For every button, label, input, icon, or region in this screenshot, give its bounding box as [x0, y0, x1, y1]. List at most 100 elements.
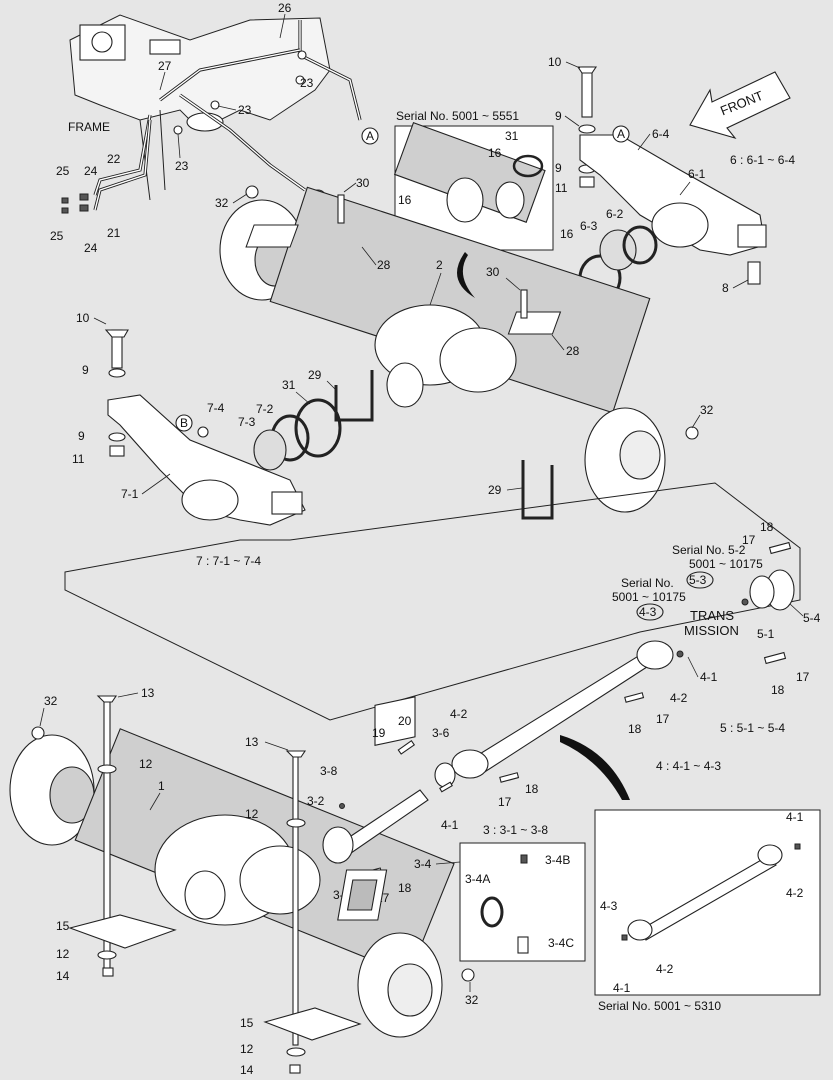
callout-21: 21 [107, 226, 121, 240]
callout-24-b: 24 [84, 241, 98, 255]
callout-9-a: 9 [555, 109, 562, 123]
callout-4-1-a: 4-1 [700, 670, 718, 684]
callout-17-c: 17 [656, 712, 670, 726]
callouts-bearing-3: 20 19 3-6 4-2 3-8 3-2 4-1 18 17 3 : 3-1 … [307, 707, 548, 905]
callout-18-a: 18 [760, 520, 774, 534]
serial-52-label-b: 5001 ~ 10175 [689, 557, 763, 571]
callout-12-c: 12 [56, 947, 70, 961]
callout-3-4A: 3-4A [465, 872, 490, 886]
callout-6-4: 6-4 [652, 127, 670, 141]
transmission-label-1: TRANS [690, 608, 734, 623]
callout-5-3: 5-3 [689, 573, 707, 587]
callout-B-2: B [180, 416, 188, 430]
callout-23-a: 23 [300, 76, 314, 90]
callout-4-3-b: 4-3 [600, 899, 618, 913]
bracket-6: A [576, 66, 767, 302]
front-arrow: FRONT [689, 71, 791, 140]
callout-13-a: 13 [141, 686, 155, 700]
callout-32-b: 32 [700, 403, 714, 417]
callout-4-3-a: 4-3 [639, 605, 657, 619]
callout-2: 2 [436, 258, 443, 272]
callout-4-1-d: 4-1 [613, 981, 631, 995]
callout-6-3: 6-3 [580, 219, 598, 233]
callout-23-c: 23 [175, 159, 189, 173]
callout-4-2-a: 4-2 [670, 691, 688, 705]
callout-12-a: 12 [139, 757, 153, 771]
serial-52-label-a: Serial No. 5-2 [672, 543, 746, 557]
callout-32-a: 32 [215, 196, 229, 210]
callouts-bracket-7: 10 9 9 11 7-4 7-2 7-3 7-1 7 : 7-1 ~ 7-4 [72, 311, 274, 568]
callout-24-a: 24 [84, 164, 98, 178]
group-label-6: 6 : 6-1 ~ 6-4 [730, 153, 795, 167]
callout-14-b: 14 [240, 1063, 254, 1077]
callout-7-2: 7-2 [256, 402, 274, 416]
serial-top-label: Serial No. 5001 ~ 5551 [396, 109, 519, 123]
callouts-axle-1: 32 13 12 1 13 12 15 12 14 32 15 12 14 [39, 686, 479, 1077]
callout-29-a: 29 [308, 368, 322, 382]
callout-26: 26 [278, 1, 292, 15]
callout-5-4: 5-4 [803, 611, 821, 625]
callout-9-b: 9 [555, 161, 562, 175]
callout-A-2: A [617, 127, 625, 141]
bracket-7: B [104, 329, 306, 526]
callout-6-2: 6-2 [606, 207, 624, 221]
callout-12-b: 12 [245, 807, 259, 821]
serial-53-label-a: Serial No. [621, 576, 674, 590]
callout-30-b: 30 [486, 265, 500, 279]
callout-10-a: 10 [548, 55, 562, 69]
callout-9-c: 9 [82, 363, 89, 377]
callout-3-4: 3-4 [414, 857, 432, 871]
callout-16-a: 16 [488, 146, 502, 160]
callout-13-b: 13 [245, 735, 259, 749]
group-label-5: 5 : 5-1 ~ 5-4 [720, 721, 785, 735]
transmission-label-2: MISSION [684, 623, 739, 638]
brake-pipes [61, 20, 362, 214]
group-label-4: 4 : 4-1 ~ 4-3 [656, 759, 721, 773]
callout-17-d: 17 [498, 795, 512, 809]
inset-bottom: 4-1 4-2 4-3 4-2 4-1 Serial No. 5001 ~ 53… [594, 809, 821, 1013]
callout-10-b: 10 [76, 311, 90, 325]
callouts-shaft-4: Serial No. 5-2 5001 ~ 10175 Serial No. 5… [612, 520, 821, 773]
callout-4-1-b: 4-1 [441, 818, 459, 832]
callout-A-1: A [366, 129, 374, 143]
callout-22: 22 [107, 152, 121, 166]
callout-9-d: 9 [78, 429, 85, 443]
callout-16-b: 16 [398, 193, 412, 207]
callout-3-4C: 3-4C [548, 936, 574, 950]
serial-53-label-b: 5001 ~ 10175 [612, 590, 686, 604]
callout-25-a: 25 [56, 164, 70, 178]
group-label-3: 3 : 3-1 ~ 3-8 [483, 823, 548, 837]
callout-11-b: 11 [72, 452, 85, 466]
callout-3-6: 3-6 [432, 726, 450, 740]
callout-27: 27 [158, 59, 172, 73]
callout-4-2-d: 4-2 [656, 962, 674, 976]
callout-7-3: 7-3 [238, 415, 256, 429]
callout-1: 1 [158, 779, 165, 793]
callout-16-c: 16 [560, 227, 574, 241]
callout-3-4B: 3-4B [545, 853, 570, 867]
callout-18-b: 18 [771, 683, 785, 697]
callout-17-a: 17 [742, 533, 756, 547]
axle-1 [9, 695, 475, 1074]
callout-8: 8 [722, 281, 729, 295]
callout-12-d: 12 [240, 1042, 254, 1056]
callout-14-a: 14 [56, 969, 70, 983]
callout-18-c: 18 [628, 722, 642, 736]
callout-17-b: 17 [796, 670, 810, 684]
callout-7-1: 7-1 [121, 487, 139, 501]
callout-30-a: 30 [356, 176, 370, 190]
callout-4-2-c: 4-2 [786, 886, 804, 900]
serial-bottom-label: Serial No. 5001 ~ 5310 [598, 999, 721, 1013]
callout-3-8: 3-8 [320, 764, 338, 778]
frame-label: FRAME [68, 120, 110, 134]
callout-4-1-c: 4-1 [786, 810, 804, 824]
callout-32-d: 32 [465, 993, 479, 1007]
callout-15-a: 15 [56, 919, 70, 933]
callout-19: 19 [372, 726, 386, 740]
callouts-bracket-6: 10 9 6-4 9 11 6 : 6-1 ~ 6-4 6-1 6-2 6-3 … [548, 55, 795, 295]
callout-32-c: 32 [44, 694, 58, 708]
callout-11-a: 11 [555, 181, 568, 195]
curved-arrow-top [457, 252, 475, 298]
curved-arrow-bottom [560, 735, 630, 800]
